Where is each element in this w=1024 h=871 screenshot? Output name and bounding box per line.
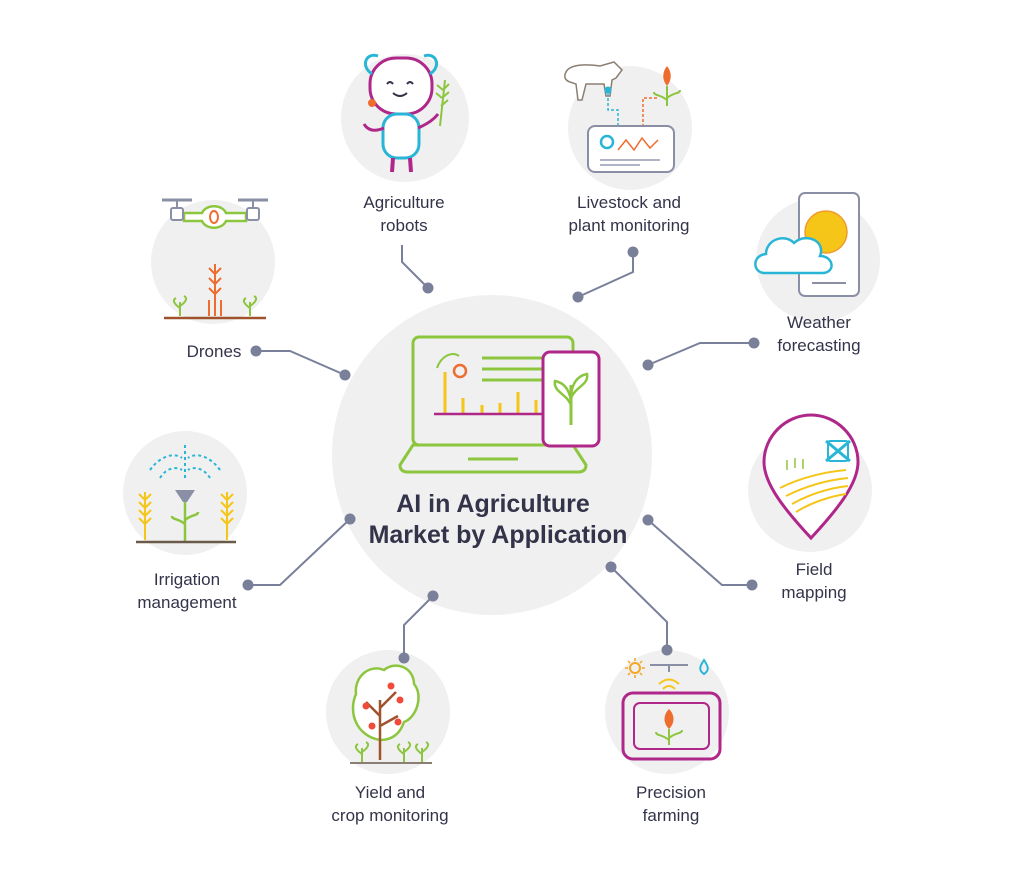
label-yield-1: Yield and — [354, 783, 426, 802]
laptop-phone-icon — [398, 335, 601, 474]
dot-weather-outer — [748, 337, 760, 349]
label-drones: Drones — [186, 342, 242, 361]
label-irrigation-1: Irrigation — [153, 570, 221, 589]
livestock-monitor-icon — [564, 61, 681, 173]
dot-precision-inner — [605, 561, 617, 573]
dot-weather-inner — [642, 359, 654, 371]
dot-precision-outer — [661, 644, 673, 656]
dot-livestock-outer — [627, 246, 639, 258]
label-irrigation-2: management — [137, 593, 237, 612]
connector-livestock — [577, 252, 634, 298]
label-yield-2: crop monitoring — [331, 806, 449, 825]
label-precision-1: Precision — [636, 783, 706, 802]
connector-field — [647, 519, 752, 586]
label-precision-2: farming — [642, 806, 700, 825]
label-agriculture-robots-2: robots — [380, 216, 428, 235]
label-livestock-1: Livestock and — [577, 193, 681, 212]
drone-icon — [162, 198, 268, 320]
robot-icon — [362, 53, 450, 173]
dot-drones-outer — [250, 345, 262, 357]
label-weather-1: Weather — [787, 313, 851, 332]
label-livestock-2: plant monitoring — [568, 216, 690, 235]
map-pin-icon — [762, 413, 860, 541]
weather-phone-icon — [754, 192, 860, 297]
dot-drones-inner — [339, 369, 351, 381]
label-agriculture-robots-1: Agriculture — [363, 193, 445, 212]
dot-irrigation-outer — [242, 579, 254, 591]
connector-robots — [401, 245, 429, 289]
fruit-tree-icon — [350, 664, 432, 764]
sensor-plant-icon — [621, 658, 722, 761]
dot-yield-outer — [398, 652, 410, 664]
connector-precision — [610, 566, 668, 650]
label-weather-2: forecasting — [777, 336, 861, 355]
connector-weather — [647, 342, 754, 366]
drone-circle — [151, 200, 275, 324]
dot-robots — [422, 282, 434, 294]
label-field-mapping-2: mapping — [781, 583, 847, 602]
label-field-mapping-1: Field — [795, 560, 833, 579]
dot-field-inner — [642, 514, 654, 526]
connector-yield — [403, 595, 434, 658]
dot-yield-inner — [427, 590, 439, 602]
diagram-title-line2: Market by Application — [368, 521, 628, 549]
center-circle — [332, 295, 652, 615]
dot-livestock-inner — [572, 291, 584, 303]
sprinkler-icon — [136, 445, 236, 544]
connector-drones — [256, 350, 346, 376]
diagram-title-line1: AI in Agriculture — [396, 490, 590, 518]
dot-field-outer — [746, 579, 758, 591]
connector-irrigation — [248, 518, 351, 586]
dot-irrigation-inner — [344, 513, 356, 525]
